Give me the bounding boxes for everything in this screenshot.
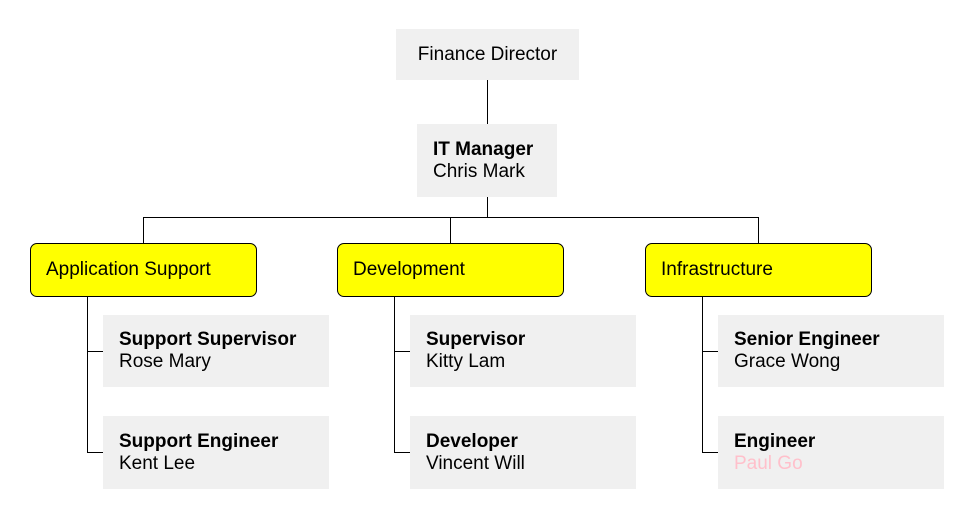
node-support-supervisor-name: Rose Mary bbox=[119, 351, 211, 372]
node-developer-name: Vincent Will bbox=[426, 452, 525, 474]
dept-development-label: Development bbox=[353, 259, 465, 280]
dept-development[interactable]: Development bbox=[337, 243, 564, 297]
node-support-engineer[interactable]: Support Engineer Kent Lee bbox=[103, 416, 329, 489]
node-it-manager-title: IT Manager bbox=[433, 138, 534, 160]
node-support-engineer-name: Kent Lee bbox=[119, 452, 196, 474]
node-support-engineer-title: Support Engineer bbox=[119, 430, 279, 452]
node-senior-engineer-name: Grace Wong bbox=[734, 351, 841, 372]
node-engineer-title: Engineer bbox=[734, 430, 816, 452]
node-supervisor-name: Kitty Lam bbox=[426, 351, 506, 372]
node-engineer-name: Paul Go bbox=[734, 452, 803, 474]
node-it-manager-name: Chris Mark bbox=[433, 160, 525, 182]
node-supervisor-title: Supervisor bbox=[426, 329, 526, 350]
node-engineer[interactable]: Engineer Paul Go bbox=[718, 416, 944, 489]
node-senior-engineer-title: Senior Engineer bbox=[734, 329, 880, 350]
dept-application-support[interactable]: Application Support bbox=[30, 243, 257, 297]
dept-application-support-label: Application Support bbox=[46, 259, 211, 280]
node-developer[interactable]: Developer Vincent Will bbox=[410, 416, 636, 489]
node-support-supervisor-title: Support Supervisor bbox=[119, 329, 297, 350]
node-supervisor[interactable]: Supervisor Kitty Lam bbox=[410, 315, 636, 387]
dept-infrastructure[interactable]: Infrastructure bbox=[645, 243, 872, 297]
node-finance-director[interactable]: Finance Director bbox=[396, 29, 579, 80]
node-developer-title: Developer bbox=[426, 430, 518, 452]
node-it-manager[interactable]: IT Manager Chris Mark bbox=[417, 124, 557, 197]
node-senior-engineer[interactable]: Senior Engineer Grace Wong bbox=[718, 315, 944, 387]
node-finance-director-title: Finance Director bbox=[417, 43, 558, 65]
node-support-supervisor[interactable]: Support Supervisor Rose Mary bbox=[103, 315, 329, 387]
dept-infrastructure-label: Infrastructure bbox=[661, 259, 773, 280]
